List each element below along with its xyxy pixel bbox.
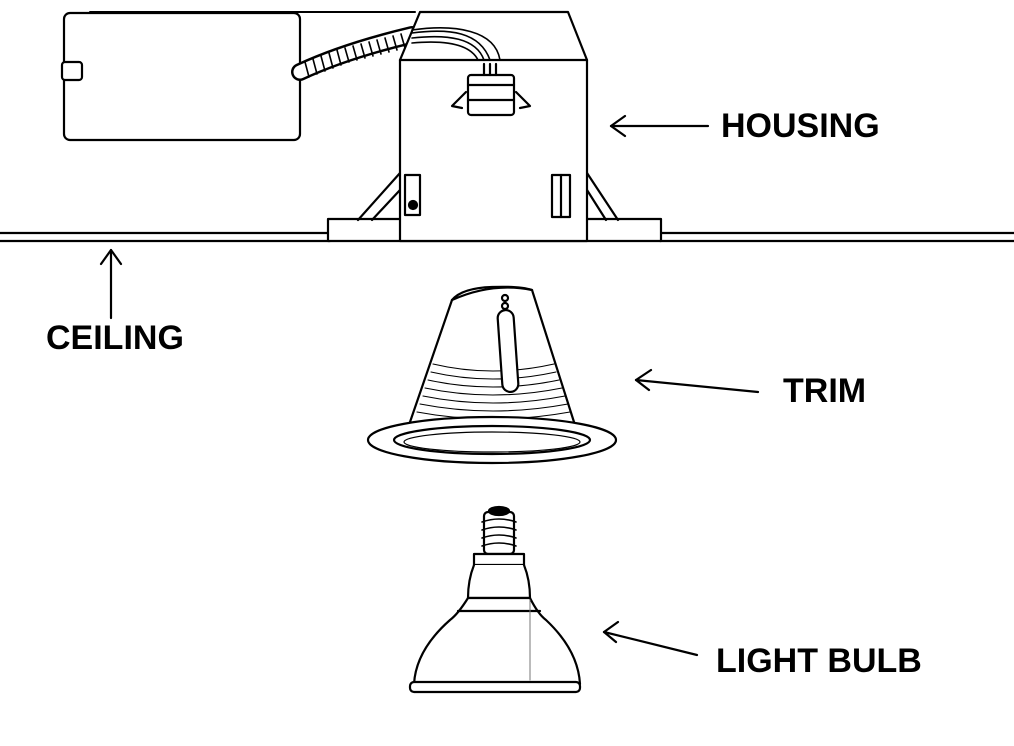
trim <box>366 285 618 465</box>
ceiling <box>0 231 1014 243</box>
junction-box <box>60 11 416 142</box>
light-bulb-label: LIGHT BULB <box>716 642 922 680</box>
light-bulb <box>408 505 582 694</box>
housing-arrow <box>609 114 710 138</box>
flexible-conduit <box>291 26 421 81</box>
housing <box>326 10 663 243</box>
trim-arrow <box>634 368 760 394</box>
housing-label: HOUSING <box>721 107 880 145</box>
ceiling-label: CEILING <box>46 319 184 357</box>
light-bulb-arrow <box>602 620 699 657</box>
trim-label: TRIM <box>783 372 867 410</box>
ceiling-arrow <box>99 248 123 320</box>
